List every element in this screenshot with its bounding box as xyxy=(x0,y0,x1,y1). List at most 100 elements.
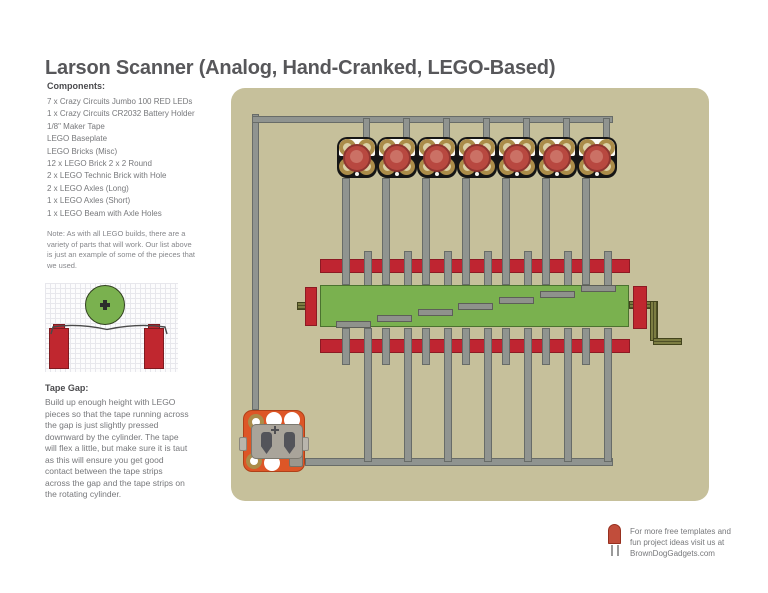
battery-holder xyxy=(239,410,309,472)
component-item: 1 x Crazy Circuits CR2032 Battery Holder xyxy=(47,109,195,119)
crank-handle xyxy=(653,338,682,345)
cylinder-tape-strip xyxy=(418,309,453,316)
mini-brick-right xyxy=(144,328,164,369)
tape-contact-to-bus xyxy=(564,328,572,462)
component-item: 2 x LEGO Technic Brick with Hole xyxy=(47,171,167,181)
led-icon xyxy=(608,524,621,544)
battery-key-slot xyxy=(261,432,272,454)
cylinder-tape-strip xyxy=(377,315,412,322)
tape-led-to-cylinder xyxy=(582,178,590,285)
led-lens xyxy=(343,143,371,172)
led-lens xyxy=(423,143,451,172)
tape-bottom-contact xyxy=(382,328,390,365)
led-lens xyxy=(583,143,611,172)
tape-contact-to-bus xyxy=(604,328,612,462)
tape-gap-diagram xyxy=(45,283,178,372)
led-marker-dot xyxy=(515,172,519,176)
tape-gap-body: Build up enough height with LEGO pieces … xyxy=(45,397,189,499)
cylinder-tape-strip xyxy=(499,297,534,304)
tape-top-contact xyxy=(404,251,412,286)
brick-bar-top xyxy=(320,259,630,273)
footer-line: fun project ideas visit us at xyxy=(630,538,725,547)
tape-contact-to-bus xyxy=(484,328,492,462)
led-lens-highlight xyxy=(390,149,403,163)
tape-top-contact xyxy=(364,251,372,286)
tape-bottom-contact xyxy=(542,328,550,365)
tape-top-bus xyxy=(252,116,613,123)
led-lens-highlight xyxy=(430,149,443,163)
component-item: 2 x LEGO Axles (Long) xyxy=(47,183,129,193)
jumbo-led xyxy=(337,137,377,178)
mini-brick-left xyxy=(49,328,69,369)
jumbo-led xyxy=(457,137,497,178)
led-marker-dot xyxy=(595,172,599,176)
jumbo-led xyxy=(497,137,537,178)
led-lens-highlight xyxy=(470,149,483,163)
led-lens xyxy=(463,143,491,172)
components-heading: Components: xyxy=(47,81,105,91)
cylinder-tape-strip xyxy=(540,291,575,298)
components-note: Note: As with all LEGO builds, there are… xyxy=(47,229,195,270)
led-icon-leg xyxy=(617,545,619,556)
tape-gap-heading: Tape Gap: xyxy=(45,383,89,393)
cylinder-tape-strip xyxy=(336,321,371,328)
tape-bottom-contact xyxy=(342,328,350,365)
led-lens-highlight xyxy=(550,149,563,163)
tape-bus-to-led xyxy=(483,118,490,139)
crank-arm xyxy=(650,301,658,341)
jumbo-led xyxy=(577,137,617,178)
battery-side-tab xyxy=(239,437,247,451)
tape-bus-to-led xyxy=(603,118,610,139)
tape-bus-to-led xyxy=(403,118,410,139)
footer-text: For more free templates and fun project … xyxy=(630,526,731,559)
tape-led-to-cylinder xyxy=(462,178,470,285)
tape-gap-section: Tape Gap: Build up enough height with LE… xyxy=(45,383,195,501)
tape-bottom-bus xyxy=(305,458,613,466)
tape-led-to-cylinder xyxy=(422,178,430,285)
cylinder-cap-left xyxy=(305,287,317,326)
build-diagram-panel xyxy=(231,88,709,501)
jumbo-led xyxy=(417,137,457,178)
component-item: 1/8" Maker Tape xyxy=(47,121,105,131)
jumbo-led xyxy=(537,137,577,178)
plus-mark xyxy=(274,426,276,434)
led-marker-dot xyxy=(435,172,439,176)
led-lens-highlight xyxy=(350,149,363,163)
jumbo-led xyxy=(377,137,417,178)
tape-contact-to-bus xyxy=(404,328,412,462)
brick-bar-bottom xyxy=(320,339,630,353)
component-item: 1 x LEGO Beam with Axle Holes xyxy=(47,208,162,218)
led-lens-highlight xyxy=(590,149,603,163)
led-marker-dot xyxy=(475,172,479,176)
tape-led-to-cylinder xyxy=(382,178,390,285)
footer-line: BrownDogGadgets.com xyxy=(630,549,715,558)
led-lens xyxy=(543,143,571,172)
tape-bottom-contact xyxy=(502,328,510,365)
tape-top-contact xyxy=(564,251,572,286)
component-item: LEGO Baseplate xyxy=(47,134,108,144)
tape-contact-to-bus xyxy=(364,328,372,462)
cylinder-tape-strip xyxy=(458,303,493,310)
component-item: 1 x LEGO Axles (Short) xyxy=(47,196,131,206)
tape-bottom-contact xyxy=(462,328,470,365)
footer-line: For more free templates and xyxy=(630,527,731,536)
component-item: 12 x LEGO Brick 2 x 2 Round xyxy=(47,159,152,169)
led-icon-leg xyxy=(611,545,613,556)
cylinder-tape-strip xyxy=(581,285,616,292)
tape-bottom-contact xyxy=(582,328,590,365)
led-lens-highlight xyxy=(510,149,523,163)
tape-left-bus xyxy=(252,114,259,410)
battery-clip xyxy=(251,424,303,459)
tape-contact-to-bus xyxy=(444,328,452,462)
tape-top-contact xyxy=(444,251,452,286)
cylinder-cap-right xyxy=(633,286,647,329)
mini-tape-line xyxy=(50,324,168,335)
led-lens xyxy=(503,143,531,172)
mini-axle-cross xyxy=(103,299,107,310)
tape-top-contact xyxy=(484,251,492,286)
led-lens xyxy=(383,143,411,172)
tape-led-to-cylinder xyxy=(502,178,510,285)
components-section: Components: 7 x Crazy Circuits Jumbo 100… xyxy=(47,81,217,271)
tape-led-to-cylinder xyxy=(342,178,350,285)
